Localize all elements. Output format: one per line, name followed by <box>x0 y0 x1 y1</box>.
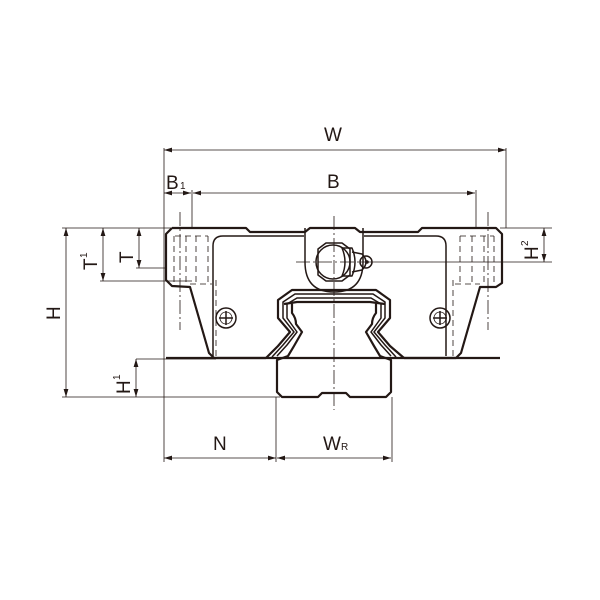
rail-body <box>275 300 393 399</box>
svg-text:R: R <box>341 442 348 453</box>
svg-text:W: W <box>323 434 341 455</box>
label-H2: H 2 <box>520 240 543 260</box>
extension-lines <box>62 148 552 462</box>
label-B1: B 1 <box>166 173 186 194</box>
grease-nipple-housing <box>304 228 364 293</box>
grease-nipple <box>315 242 373 282</box>
label-T: T <box>117 251 138 263</box>
svg-text:H: H <box>44 306 65 320</box>
rail-seal-inner-2 <box>276 297 392 357</box>
svg-text:1: 1 <box>112 374 123 380</box>
svg-text:T: T <box>117 251 138 263</box>
svg-text:B: B <box>166 173 179 194</box>
label-WR: W R <box>323 434 348 455</box>
carriage-body-outline <box>212 235 447 356</box>
rail-seal-inner-1 <box>271 293 397 358</box>
svg-text:T: T <box>81 258 102 270</box>
label-W: W <box>324 125 342 146</box>
rail-seal-outline <box>265 288 405 359</box>
mounting-screw-left <box>215 307 237 329</box>
label-T1: T 1 <box>79 252 102 270</box>
svg-text:B: B <box>327 172 340 193</box>
svg-text:1: 1 <box>180 181 186 192</box>
label-N: N <box>213 434 227 455</box>
svg-text:1: 1 <box>79 252 90 258</box>
svg-text:W: W <box>324 125 342 146</box>
svg-text:H: H <box>114 380 135 394</box>
svg-text:H: H <box>522 246 543 260</box>
dimension-lines <box>63 147 547 461</box>
label-H: H <box>44 306 65 320</box>
label-B: B <box>327 172 340 193</box>
mounting-screw-right <box>429 307 451 329</box>
svg-text:2: 2 <box>520 240 531 246</box>
bolt-hole-hidden-lines <box>173 235 495 356</box>
svg-text:N: N <box>213 434 227 455</box>
label-H1: H 1 <box>112 374 135 394</box>
